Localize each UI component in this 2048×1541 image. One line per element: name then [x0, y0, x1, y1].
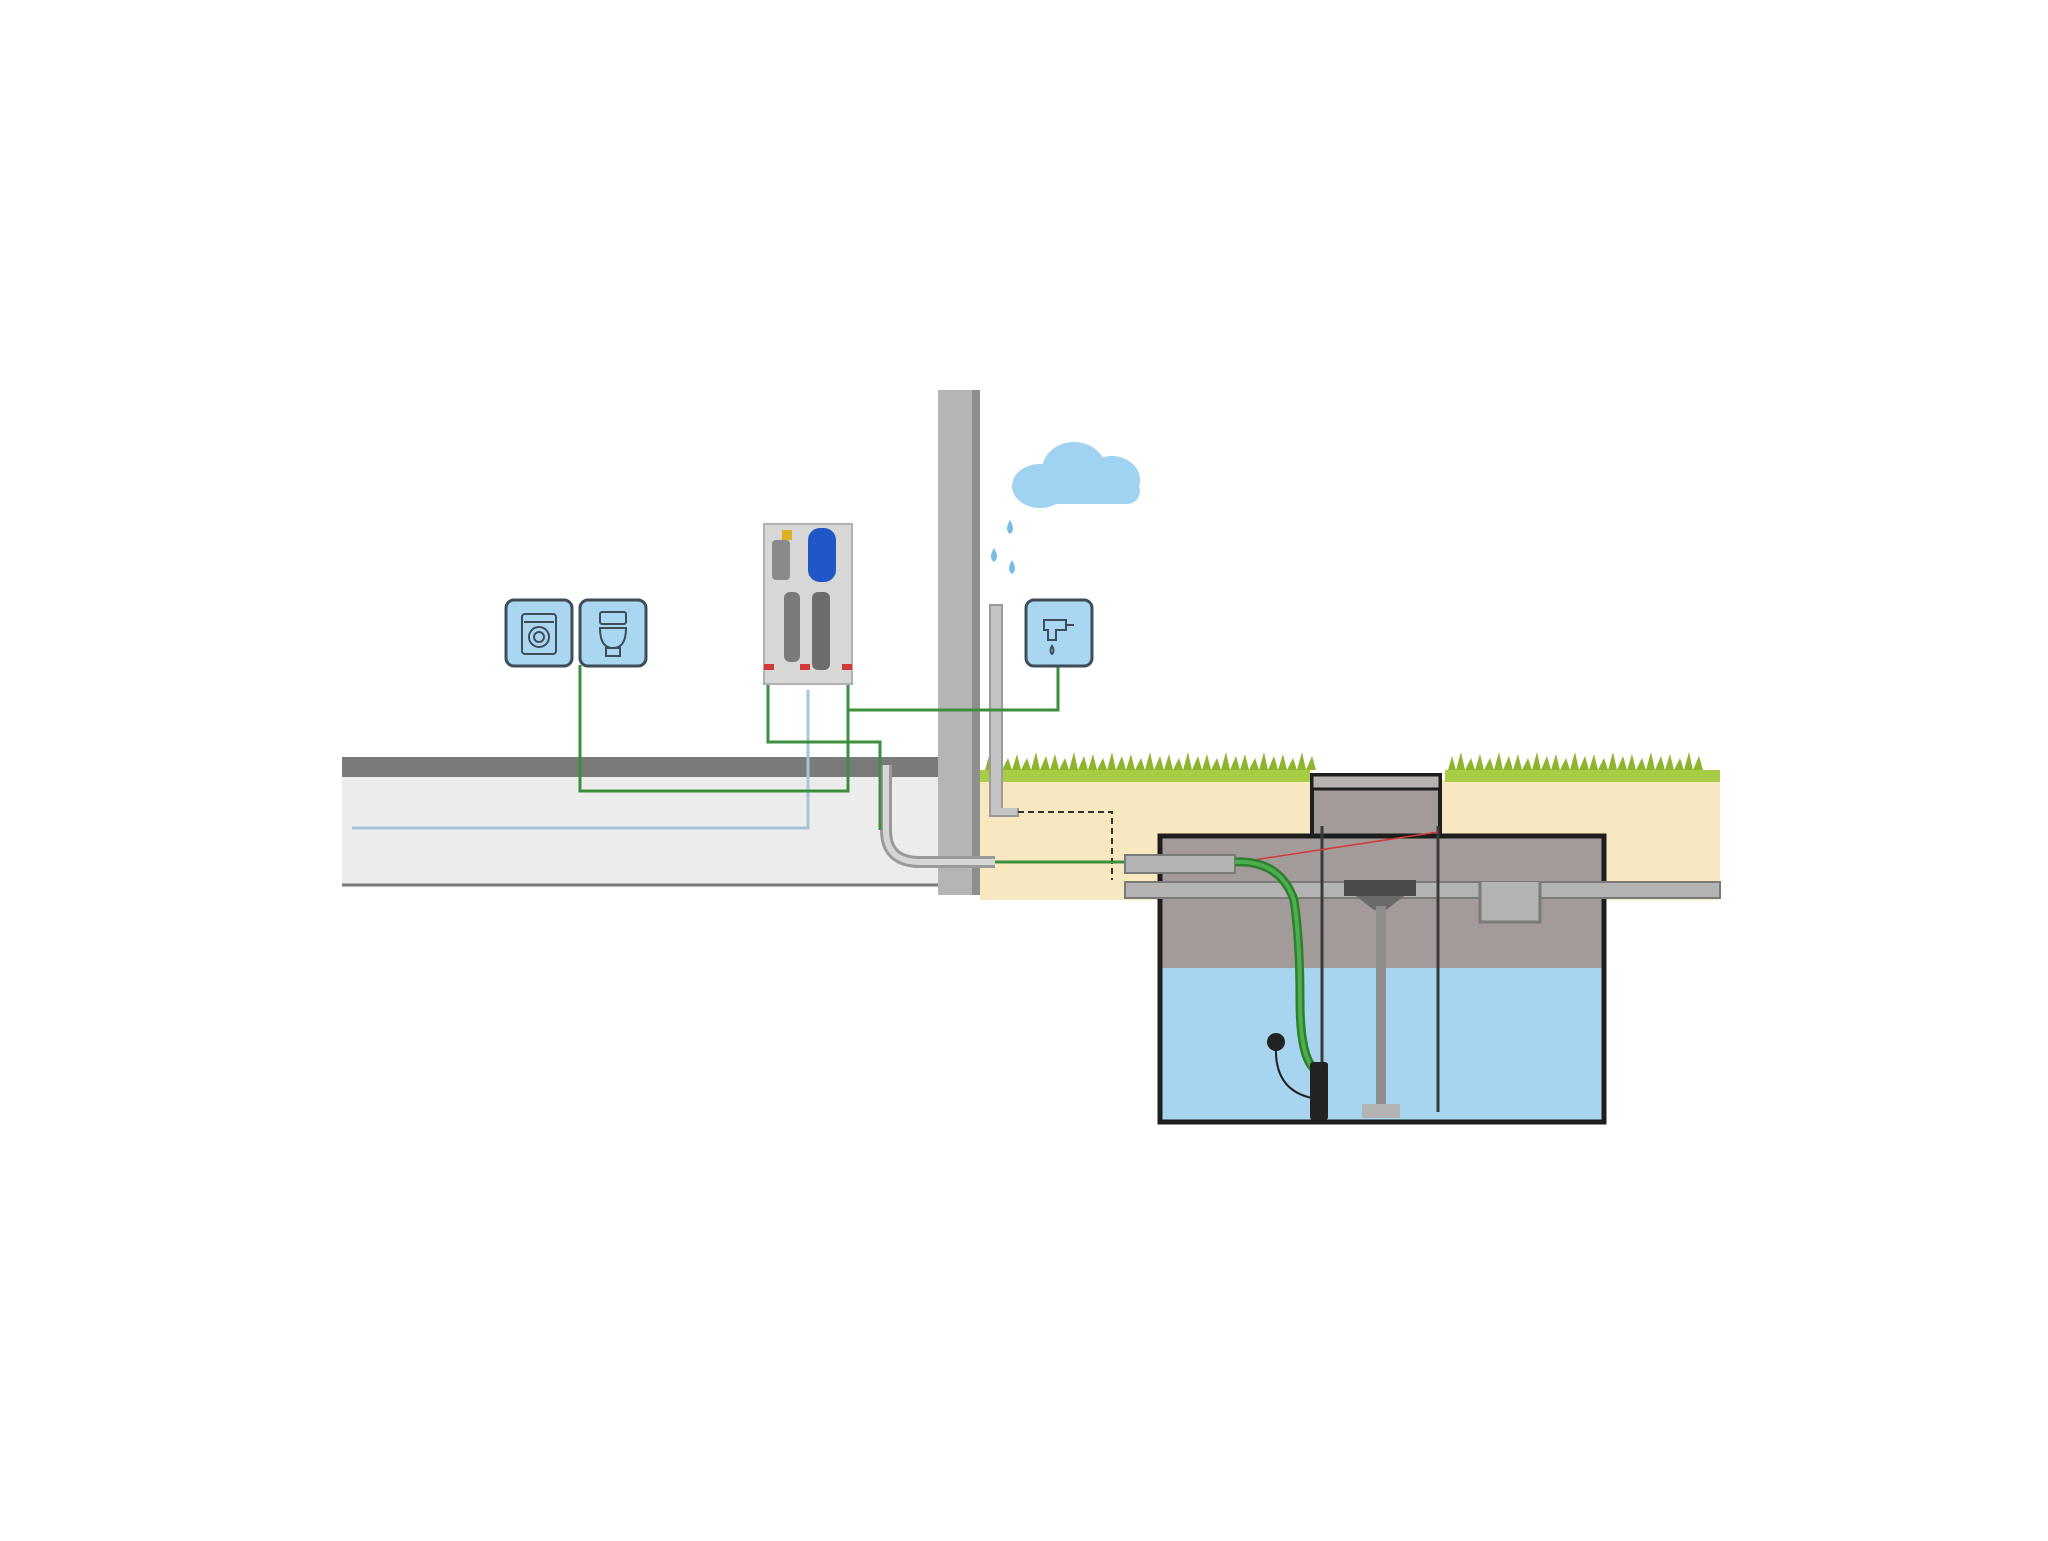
appliance-supply-pipe	[578, 665, 850, 793]
downpipe-connection-dashed	[1018, 811, 1113, 880]
house-wall-shade	[972, 390, 980, 895]
floor-surface	[342, 757, 942, 777]
valve-red-3	[842, 664, 852, 670]
tank-filter	[1344, 880, 1416, 896]
overflow-siphon	[1478, 882, 1542, 924]
pump-delivery-pipe	[766, 665, 882, 830]
overflow-pipe	[1124, 881, 1721, 899]
filter-housing-right	[812, 592, 830, 670]
mains-water-pipe	[352, 690, 810, 830]
downpipe-shoe	[989, 808, 1019, 817]
float-switch	[1267, 1033, 1285, 1051]
grass-blades-right	[1448, 752, 1703, 770]
inlet-pipe	[1124, 854, 1236, 874]
calmed-inlet-pipe	[1376, 906, 1386, 1106]
tank-outline	[1157, 833, 1607, 1125]
overflow-cable	[1239, 831, 1439, 863]
tank-cover	[1310, 773, 1442, 791]
rain-cloud	[1012, 442, 1140, 508]
grass-strip-left	[980, 770, 1310, 782]
pressure-switch	[772, 540, 790, 580]
control-unit	[763, 523, 853, 685]
tank-filter-funnel	[1356, 896, 1404, 910]
submersible-pump	[1310, 1062, 1328, 1120]
grass-blades-left	[985, 752, 1316, 770]
toilet-icon	[578, 598, 648, 668]
suction-hose-inner	[883, 765, 995, 865]
rain-drops	[991, 520, 1015, 574]
pump-hose-highlight	[1234, 859, 1318, 1072]
pressure-gauge	[782, 530, 792, 540]
garden-tap-icon	[1024, 598, 1094, 668]
grass-strip-right	[1445, 770, 1720, 782]
filter-housing-left	[784, 592, 800, 662]
float-switch-cable	[1274, 1045, 1313, 1099]
garden-tap-supply-pipe	[846, 665, 1060, 712]
washing-machine-icon	[504, 598, 574, 668]
expansion-vessel	[808, 528, 836, 582]
valve-red-1	[764, 664, 774, 670]
valve-red-2	[800, 664, 810, 670]
calmed-inlet-foot	[1362, 1104, 1400, 1118]
